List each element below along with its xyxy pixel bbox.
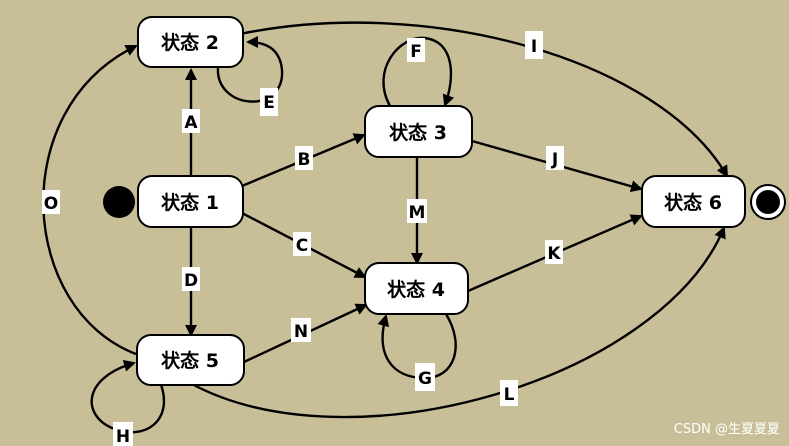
svg-text:C: C [296,236,308,256]
svg-text:J: J [551,150,558,170]
edge-f [382,36,455,107]
edge-label-c: C [293,232,311,256]
state-2-label: 状态 2 [161,31,219,54]
edge-label-g: G [415,363,435,391]
svg-text:M: M [409,203,426,223]
state-5[interactable]: 状态 5 [136,334,245,386]
state-4-label: 状态 4 [387,278,445,301]
svg-text:I: I [531,37,537,57]
edge-label-l: L [500,380,518,406]
edge-e [216,36,284,103]
initial-state-dot [103,186,135,218]
edge-i [239,21,729,178]
state-2[interactable]: 状态 2 [137,16,244,68]
svg-text:A: A [184,113,198,133]
watermark-text: CSDN @生夏夏夏 [674,422,780,437]
svg-text:N: N [294,322,308,342]
edge-label-d: D [182,267,200,291]
edge-label-n: N [291,318,311,342]
svg-text:E: E [263,93,275,113]
state-3-label: 状态 3 [389,121,447,144]
state-5-label: 状态 5 [161,349,219,372]
edge-label-m: M [407,199,427,223]
svg-text:L: L [504,385,515,405]
edge-label-j: J [546,146,564,170]
state-6-label: 状态 6 [664,191,722,214]
svg-text:O: O [44,194,58,214]
svg-text:D: D [184,271,198,291]
edge-label-e: E [260,88,278,116]
edge-label-k: K [545,240,563,264]
svg-text:F: F [410,42,422,62]
edge-label-b: B [295,146,313,170]
edge-label-f: F [407,38,425,62]
state-1-label: 状态 1 [161,191,219,214]
edge-label-h: H [113,422,133,446]
svg-text:H: H [116,427,130,446]
state-6[interactable]: 状态 6 [641,175,746,228]
svg-text:B: B [298,150,311,170]
edge-label-i: I [525,31,543,59]
svg-text:G: G [418,369,432,389]
state-4[interactable]: 状态 4 [364,262,469,315]
edge-h [90,360,166,434]
final-state-inner [756,190,780,214]
edge-label-a: A [182,109,200,133]
edge-label-o: O [42,190,60,214]
edge-l [189,226,726,419]
state-1[interactable]: 状态 1 [137,175,244,228]
state-3[interactable]: 状态 3 [364,105,473,158]
svg-text:K: K [547,244,561,264]
